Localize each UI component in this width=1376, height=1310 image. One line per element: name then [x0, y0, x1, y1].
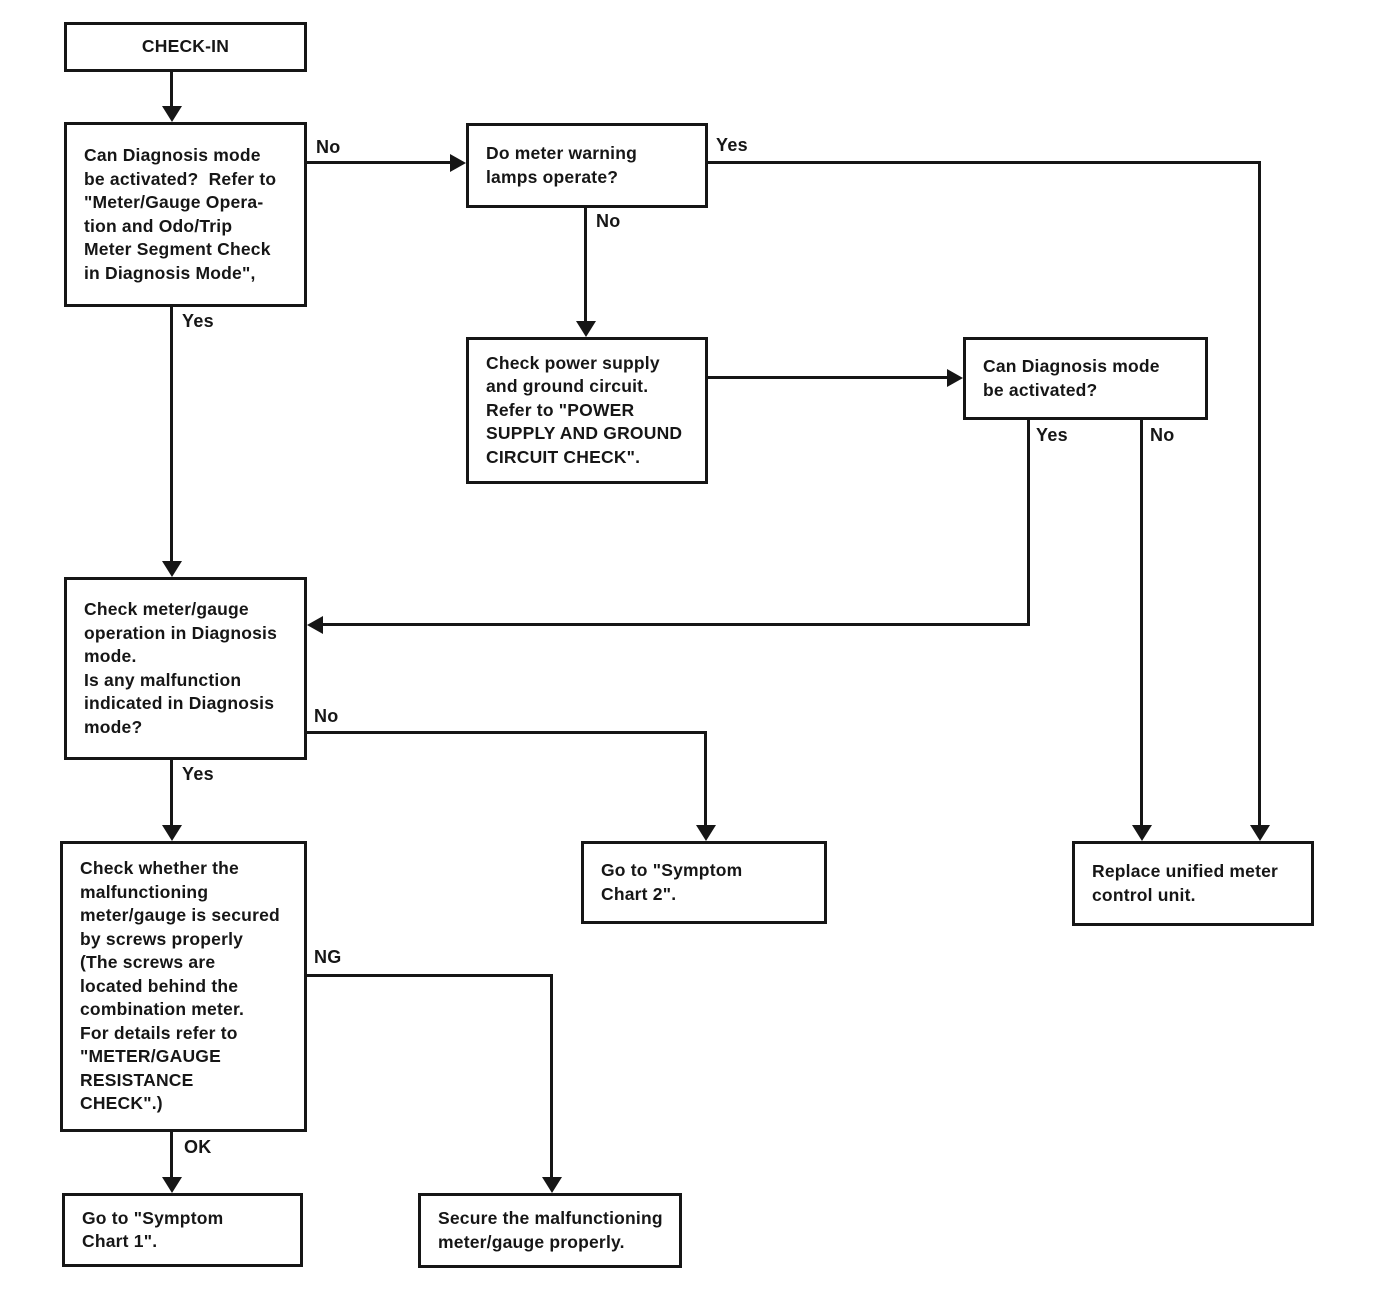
edge-label-screws-ok: OK: [184, 1137, 212, 1157]
connector-power-to-candiag2: [708, 376, 948, 379]
node-screw-check-text: Check whether the malfunctioning meter/g…: [80, 858, 280, 1114]
arrowhead-candiag2-yes-icon: [307, 616, 323, 634]
connector-meterop-no-vertical: [704, 731, 707, 825]
node-symptom-chart-2: Go to "Symptom Chart 2".: [581, 841, 827, 924]
node-warning-lamps-text: Do meter warning lamps operate?: [486, 143, 638, 187]
connector-lamps-yes-vertical: [1258, 161, 1261, 826]
connector-candiag2-yes-horizontal: [323, 623, 1030, 626]
node-check-in-text: CHECK-IN: [141, 36, 230, 57]
edge-label-lamps-no: No: [596, 211, 621, 231]
node-symptom-chart-1-text: Go to "Symptom Chart 1".: [82, 1207, 224, 1252]
node-symptom-chart-2-text: Go to "Symptom Chart 2".: [601, 860, 743, 904]
connector-screws-ng-horizontal: [307, 974, 553, 977]
node-replace-unit: Replace unified meter control unit.: [1072, 841, 1314, 926]
edge-label-candiag1-yes: Yes: [182, 311, 214, 331]
edge-label-meterop-yes: Yes: [182, 764, 214, 784]
node-warning-lamps: Do meter warning lamps operate?: [466, 123, 708, 208]
edge-label-lamps-yes: Yes: [716, 135, 748, 155]
connector-meterop-yes: [170, 760, 173, 825]
arrowhead-meterop-yes-icon: [162, 825, 182, 841]
connector-candiag1-yes: [170, 307, 173, 561]
connector-screws-ok: [170, 1132, 173, 1177]
node-meter-gauge-operation-text: Check meter/gauge operation in Diagnosis…: [84, 599, 278, 737]
node-screw-check: Check whether the malfunctioning meter/g…: [60, 841, 307, 1132]
arrowhead-screws-ok-icon: [162, 1177, 182, 1193]
arrowhead-lamps-no-icon: [576, 321, 596, 337]
edge-label-candiag2-no: No: [1150, 425, 1175, 445]
edge-label-meterop-no: No: [314, 706, 339, 726]
arrowhead-screws-ng-icon: [542, 1177, 562, 1193]
connector-screws-ng-vertical: [550, 974, 553, 1177]
node-can-diagnosis-mode-1-text: Can Diagnosis mode be activated? Refer t…: [84, 145, 277, 283]
node-meter-gauge-operation: Check meter/gauge operation in Diagnosis…: [64, 577, 307, 760]
connector-lamps-yes-horizontal: [708, 161, 1261, 164]
node-can-diagnosis-mode-2: Can Diagnosis mode be activated?: [963, 337, 1208, 420]
node-symptom-chart-1: Go to "Symptom Chart 1".: [62, 1193, 303, 1267]
node-power-supply-check-text: Check power supply and ground circuit. R…: [486, 352, 683, 467]
connector-checkin-down: [170, 72, 173, 108]
arrowhead-candiag2-no-icon: [1132, 825, 1152, 841]
arrowhead-candiag1-no-icon: [450, 154, 466, 172]
node-secure-gauge: Secure the malfunctioning meter/gauge pr…: [418, 1193, 682, 1268]
node-check-in: CHECK-IN: [64, 22, 307, 72]
node-can-diagnosis-mode-2-text: Can Diagnosis mode be activated?: [983, 356, 1160, 400]
connector-candiag2-yes-vertical: [1027, 420, 1030, 626]
arrowhead-candiag1-yes-icon: [162, 561, 182, 577]
connector-meterop-no-horizontal: [307, 731, 707, 734]
arrowhead-meterop-no-icon: [696, 825, 716, 841]
connector-candiag2-no: [1140, 420, 1143, 825]
node-power-supply-check: Check power supply and ground circuit. R…: [466, 337, 708, 484]
edge-label-candiag2-yes: Yes: [1036, 425, 1068, 445]
edge-label-candiag1-no: No: [316, 137, 341, 157]
arrowhead-power-to-candiag2-icon: [947, 369, 963, 387]
edge-label-screws-ng: NG: [314, 947, 342, 967]
connector-candiag1-no: [307, 161, 451, 164]
node-can-diagnosis-mode-1: Can Diagnosis mode be activated? Refer t…: [64, 122, 307, 307]
node-replace-unit-text: Replace unified meter control unit.: [1092, 861, 1279, 905]
connector-lamps-no: [584, 208, 587, 322]
arrowhead-lamps-yes-icon: [1250, 825, 1270, 841]
arrowhead-checkin-down-icon: [162, 106, 182, 122]
node-secure-gauge-text: Secure the malfunctioning meter/gauge pr…: [438, 1208, 663, 1252]
